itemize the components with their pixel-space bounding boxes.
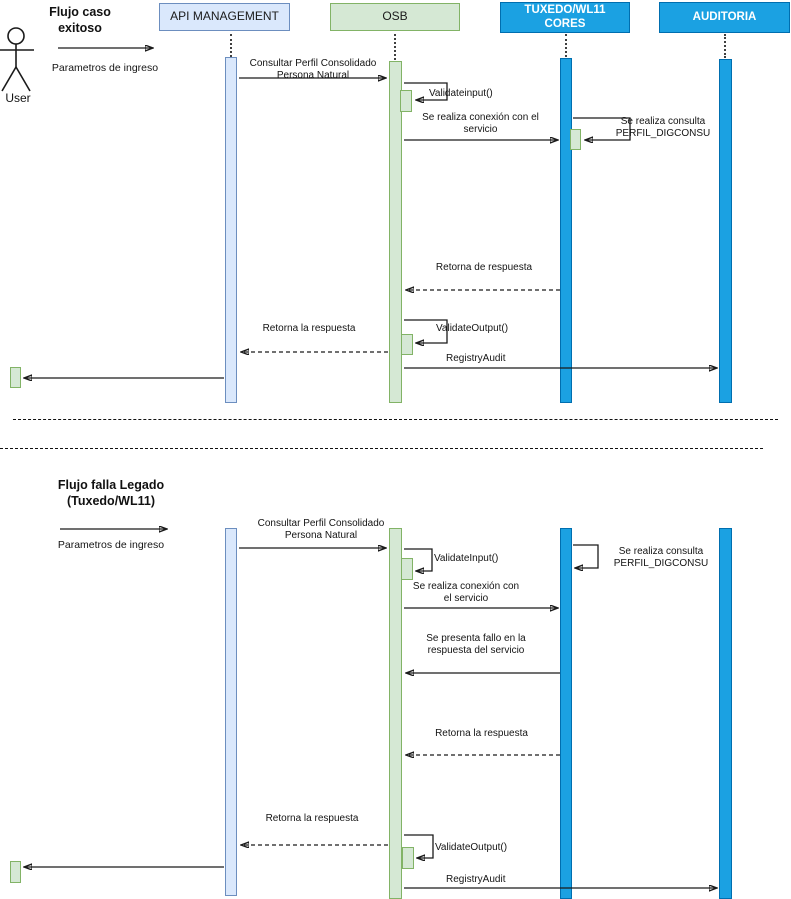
user-actor-icon xyxy=(0,27,34,92)
label-consultar-flow2: Consultar Perfil Consolidado Persona Nat… xyxy=(257,518,385,541)
label-retorna-tuxedo-flow2: Retorna la respuesta xyxy=(435,728,528,739)
subactivation-validateinput-flow2 xyxy=(401,558,413,580)
flow2-title: Flujo falla Legado (Tuxedo/WL11) xyxy=(57,478,165,508)
label-conexion-flow1: Se realiza conexión con el servicio xyxy=(422,112,539,135)
section-divider-line-2 xyxy=(0,448,763,449)
label-retorna-la-respuesta-flow1: Retorna la respuesta xyxy=(262,323,356,334)
label-consulta-flow1: Se realiza consulta PERFIL_DIGCONSU xyxy=(615,116,711,139)
label-fallo-flow2: Se presenta fallo en la respuesta del se… xyxy=(426,633,526,656)
label-validateinput-flow1: Validateinput() xyxy=(429,88,493,99)
label-validateoutput-flow1: ValidateOutput() xyxy=(436,323,509,334)
label-consultar-flow1: Consultar Perfil Consolidado Persona Nat… xyxy=(249,58,377,81)
label-validateinput-flow2: ValidateInput() xyxy=(434,553,499,564)
lifeline-dotted-tuxedo xyxy=(565,34,567,57)
label-consulta-flow2: Se realiza consulta PERFIL_DIGCONSU xyxy=(613,546,709,569)
label-retorna-de-respuesta-flow1: Retorna de respuesta xyxy=(435,262,533,273)
arrow-consulta-loop-flow1 xyxy=(573,117,631,140)
activation-bar-api-flow2 xyxy=(225,528,237,896)
lifeline-dotted-osb xyxy=(394,34,396,60)
arrow-validateoutput-loop-flow1 xyxy=(404,319,448,343)
arrow-validateinput-loop-flow2 xyxy=(404,548,433,571)
activation-bar-tuxedo-flow1 xyxy=(560,58,572,403)
lifeline-header-osb: OSB xyxy=(330,3,460,31)
subactivation-consulta-tuxedo-flow1 xyxy=(570,129,581,150)
activation-bar-osb-flow1 xyxy=(389,61,402,403)
activation-bar-api-flow1 xyxy=(225,57,237,403)
activation-bar-auditoria-flow1 xyxy=(719,59,732,403)
subactivation-validateoutput-flow2 xyxy=(402,847,414,869)
lifeline-header-api-management: API MANAGEMENT xyxy=(159,3,290,31)
lifeline-header-auditoria: AUDITORIA xyxy=(659,2,790,33)
label-conexion-flow2: Se realiza conexión con el servicio xyxy=(412,581,520,604)
lifeline-header-tuxedo-wl11-cores: TUXEDO/WL11 CORES xyxy=(500,2,630,33)
user-endpoint-box-flow2 xyxy=(10,861,21,883)
label-registryaudit-flow1: RegistryAudit xyxy=(446,353,506,364)
label-retorna-api-flow2: Retorna la respuesta xyxy=(265,813,359,824)
label-ingress-flow1: Parametros de ingreso xyxy=(51,62,159,74)
flow1-title: Flujo caso exitoso xyxy=(49,5,111,35)
subactivation-validateoutput-flow1 xyxy=(401,334,413,355)
user-endpoint-box-flow1 xyxy=(10,367,21,388)
lifeline-dotted-api xyxy=(230,34,232,57)
arrow-consulta-loop-flow2 xyxy=(573,544,599,568)
label-registryaudit-flow2: RegistryAudit xyxy=(446,874,506,885)
lifeline-dotted-auditoria xyxy=(724,34,726,58)
user-actor-label: User xyxy=(5,91,31,105)
section-divider-line-1 xyxy=(13,419,778,420)
label-validateoutput-flow2: ValidateOutput() xyxy=(435,842,508,853)
subactivation-validateinput-flow1 xyxy=(400,90,412,112)
arrow-validateinput-loop-flow1 xyxy=(404,82,448,100)
label-ingress-flow2: Parametros de ingreso xyxy=(57,539,165,551)
arrow-validateoutput-loop-flow2 xyxy=(404,834,434,858)
